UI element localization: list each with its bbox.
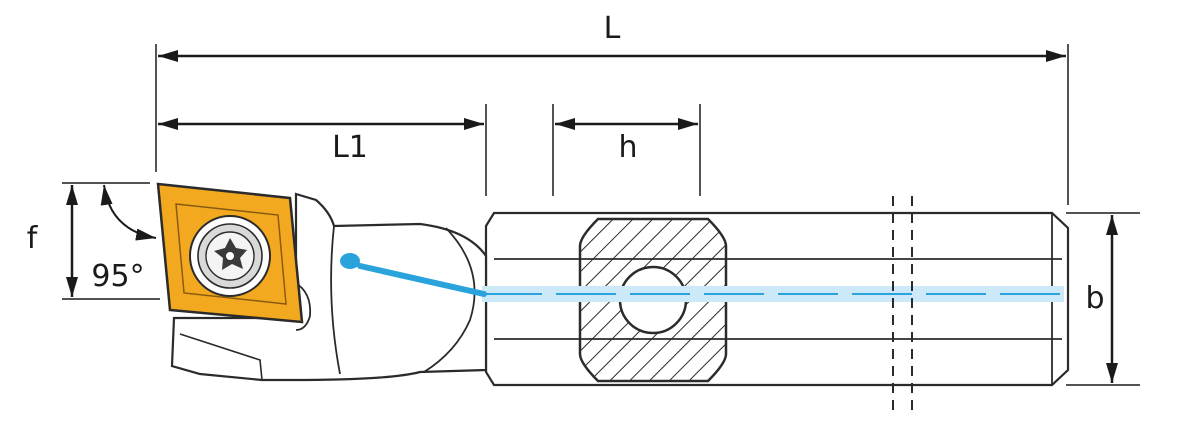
- label-b: b: [1085, 281, 1104, 316]
- torx-screw-icon: [189, 215, 271, 297]
- dimension-b: b: [1085, 215, 1118, 383]
- label-L1: L1: [332, 130, 368, 165]
- angle-dimension: 95°: [91, 184, 157, 294]
- insert: [156, 182, 304, 324]
- extension-lines: [62, 44, 1140, 386]
- label-L: L: [604, 11, 621, 46]
- dimension-h: h: [555, 118, 698, 165]
- dimension-L: L: [158, 11, 1066, 62]
- dimension-L1: L1: [158, 118, 484, 165]
- label-h: h: [618, 130, 637, 165]
- label-angle: 95°: [91, 259, 144, 294]
- break-lines: [892, 196, 913, 410]
- coolant-channel: [340, 253, 1064, 302]
- label-f: f: [27, 221, 39, 256]
- dimension-f: f: [27, 185, 78, 297]
